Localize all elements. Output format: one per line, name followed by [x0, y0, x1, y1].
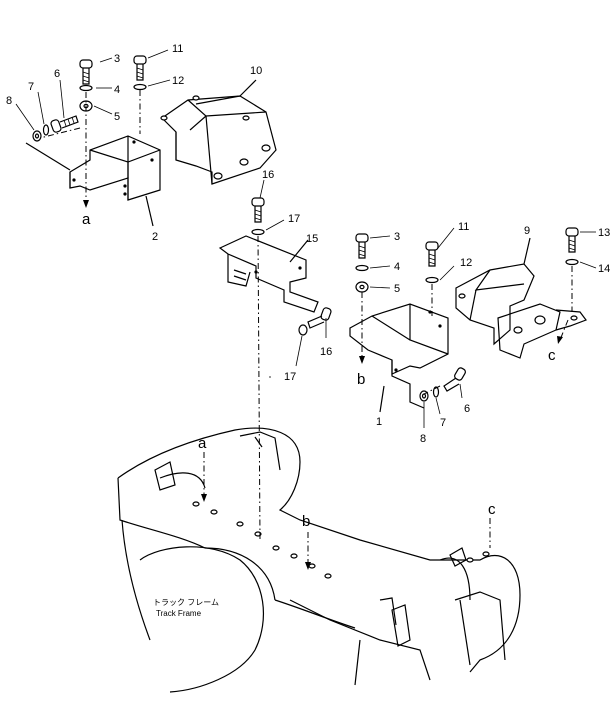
callout-numbers: 3 11 4 12 10 6 7 8 5 2 16 17 15 16 17 3 …: [6, 43, 610, 445]
cover-1: [349, 303, 449, 413]
callout-6-right: 6: [464, 403, 470, 415]
callout-10: 10: [250, 65, 262, 77]
bolt-11-right: [425, 241, 439, 267]
callout-4-right: 4: [394, 261, 400, 273]
callout-7-left: 7: [28, 81, 34, 93]
washer-12-left: [133, 83, 147, 91]
letter-b-frame: b: [302, 513, 310, 530]
washer-4-right: [355, 264, 369, 272]
callout-17-lower: 17: [284, 371, 296, 383]
letter-a-frame: a: [198, 435, 207, 452]
bolt-3-left: [79, 59, 93, 85]
frame-label-english: Track Frame: [156, 609, 202, 618]
callout-11-right: 11: [458, 221, 469, 233]
bolt-6-right: [443, 367, 466, 392]
callout-5-left: 5: [114, 111, 120, 123]
bolt-3-right: [355, 233, 369, 259]
callout-1: 1: [376, 416, 382, 428]
callout-14: 14: [598, 263, 610, 275]
washer-4-left: [79, 84, 93, 92]
callout-11-left: 11: [172, 43, 183, 55]
washer-7-left: [42, 124, 50, 136]
letter-b-top: b: [357, 371, 365, 388]
bolt-16-top: [251, 197, 265, 223]
leader-lines: [15, 49, 597, 428]
washer-12-right: [425, 276, 439, 284]
callout-15: 15: [306, 233, 318, 245]
callout-3-right: 3: [394, 231, 400, 243]
callout-5-right: 5: [394, 283, 400, 295]
callout-9: 9: [524, 225, 530, 237]
washer-14: [565, 258, 579, 266]
center-lines: [39, 90, 573, 570]
callout-16-top: 16: [262, 169, 274, 181]
callout-4-left: 4: [114, 84, 120, 96]
bolt-6-left: [50, 115, 79, 133]
callout-2: 2: [152, 231, 158, 243]
frame-bolt-holes: [192, 501, 490, 579]
bolt-13: [565, 227, 579, 253]
callout-12-left: 12: [172, 75, 184, 87]
letter-c-frame: c: [488, 501, 496, 518]
cover-2: [25, 135, 161, 227]
callout-7-right: 7: [440, 417, 446, 429]
bolt-16-lower: [307, 307, 332, 329]
callout-8-left: 8: [6, 95, 12, 107]
callout-8-right: 8: [420, 433, 426, 445]
bracket-15: [218, 235, 319, 313]
washer-7-right: [432, 386, 440, 398]
callout-17-top: 17: [288, 213, 300, 225]
letter-c-top: c: [548, 347, 556, 364]
track-frame: トラック フレーム Track Frame: [117, 427, 521, 693]
fasteners: [32, 55, 579, 402]
cover-9: [455, 237, 587, 359]
callout-12-right: 12: [460, 257, 472, 269]
cover-10: [160, 79, 277, 185]
connection-letters: a b c a b c: [82, 211, 556, 530]
washer-17-top: [251, 228, 265, 236]
frame-label-japanese: トラック フレーム: [153, 598, 219, 607]
bolt-11-left: [133, 55, 147, 81]
letter-a-top: a: [82, 211, 91, 228]
callout-16-lower: 16: [320, 346, 332, 358]
callout-6-left: 6: [54, 68, 60, 80]
callout-13: 13: [598, 227, 610, 239]
callout-3-left: 3: [114, 53, 120, 65]
washer-17-lower: [298, 324, 308, 336]
